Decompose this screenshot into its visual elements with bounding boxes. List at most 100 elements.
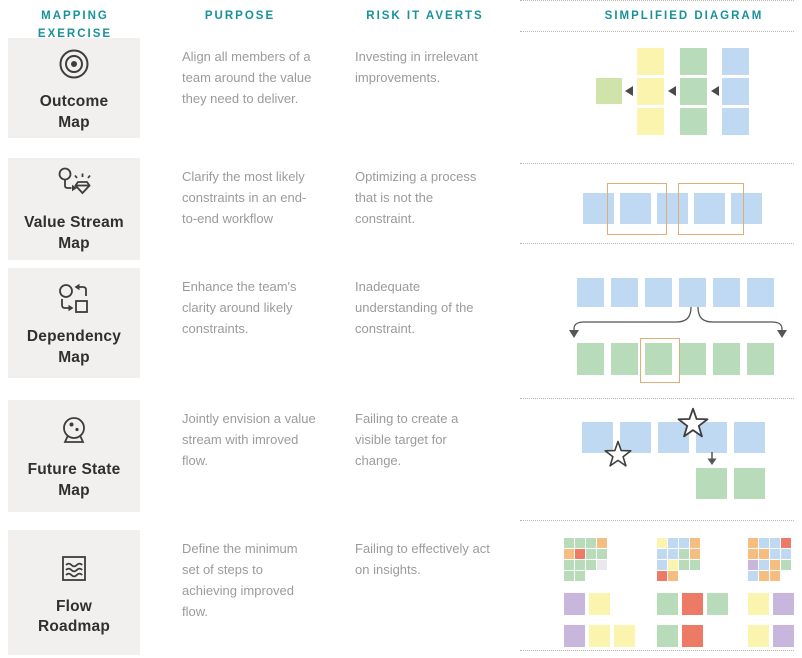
fanout-arrows-icon: [569, 306, 787, 338]
diagram-square: [748, 560, 758, 570]
diagram-square: [620, 193, 651, 224]
exercise-name: Outcome Map: [39, 93, 109, 131]
diagram-square: [770, 571, 780, 581]
diagram-square: [586, 549, 596, 559]
diagram-square: [645, 278, 672, 307]
exercise-name: Value Stream Map: [24, 214, 124, 252]
diagram-square: [657, 549, 667, 559]
diagram-square: [748, 625, 769, 647]
dotted-separator: [520, 243, 794, 244]
purpose-text: Enhance the team's clarity around likely…: [182, 279, 297, 337]
constraint-highlight-box: [606, 183, 667, 235]
diagram-square: [564, 593, 585, 615]
diagram-square: [748, 538, 758, 548]
diagram-square: [690, 538, 700, 548]
table-row: Value Stream Map Clarify the most likely…: [0, 158, 802, 268]
risk-text: Inadequate understanding of the constrai…: [355, 279, 474, 337]
dotted-separator: [520, 650, 794, 651]
diagram-square: [682, 593, 703, 615]
dotted-separator: [520, 520, 794, 521]
diagram-square: [748, 593, 769, 615]
diagram-square: [781, 538, 791, 548]
exercise-card-value-stream-map: Value Stream Map: [8, 158, 140, 260]
table-row: Flow Roadmap Define the minimum set of s…: [0, 530, 802, 658]
diagram-square: [564, 560, 574, 570]
diagram-square: [637, 108, 664, 135]
table-row: Dependency Map Enhance the team's clarit…: [0, 268, 802, 400]
diagram-square: [680, 48, 707, 75]
diagram-square: [682, 625, 703, 647]
purpose-text: Jointly envision a value stream with imr…: [182, 411, 316, 469]
diagram-square: [781, 560, 791, 570]
diagram-square: [759, 538, 769, 548]
diagram-square: [713, 343, 740, 375]
flow-arrow-icon: [668, 86, 676, 96]
column-header-purpose: PURPOSE: [204, 10, 276, 22]
risk-text: Optimizing a process that is not the con…: [355, 169, 477, 227]
diagram-square: [611, 343, 638, 375]
diagram-square: [620, 422, 651, 453]
table-row: Outcome Map Align all members of a team …: [0, 38, 802, 158]
diagram-square: [586, 560, 596, 570]
diagram-square: [722, 78, 749, 105]
workflow-gem-icon: [58, 167, 91, 195]
constraint-highlight-box: [639, 337, 680, 383]
diagram-square: [657, 593, 678, 615]
down-arrow-icon: [707, 452, 717, 465]
diagram-square: [722, 108, 749, 135]
exercise-card-flow-roadmap: Flow Roadmap: [8, 530, 140, 655]
constraint-highlight-box: [677, 183, 744, 235]
diagram-square: [747, 343, 774, 375]
diagram-square: [759, 549, 769, 559]
diagram-square: [564, 625, 585, 647]
flow-arrow-icon: [625, 86, 633, 96]
diagram-square: [747, 278, 774, 307]
diagram-square: [770, 560, 780, 570]
diagram-square: [575, 538, 585, 548]
diagram-square: [668, 571, 678, 581]
diagram-square: [734, 422, 765, 453]
diagram-square: [679, 278, 706, 307]
exercise-card-dependency-map: Dependency Map: [8, 268, 140, 378]
diagram-square: [770, 549, 780, 559]
layered-waves-icon: [62, 555, 86, 581]
exercise-name: Flow Roadmap: [37, 597, 111, 635]
diagram-square: [597, 560, 607, 570]
column-header-risk-it-averts: RISK IT AVERTS: [366, 10, 484, 22]
diagram-square: [781, 549, 791, 559]
diagram-square: [637, 78, 664, 105]
diagram-square: [679, 549, 689, 559]
diagram-square: [657, 538, 667, 548]
diagram-square: [668, 538, 678, 548]
diagram-square: [575, 549, 585, 559]
dotted-separator: [520, 163, 794, 164]
diagram-square: [575, 571, 585, 581]
diagram-square: [657, 560, 667, 570]
purpose-text: Align all members of a team around the v…: [182, 49, 312, 107]
diagram-square: [696, 422, 727, 453]
diagram-square: [589, 625, 610, 647]
risk-text: Failing to create a visible target for c…: [355, 411, 459, 469]
diagram-square: [586, 538, 596, 548]
diagram-square: [734, 468, 765, 499]
dotted-separator: [520, 31, 794, 32]
diagram-square: [668, 549, 678, 559]
column-header-simplified-diagram: SIMPLIFIED DIAGRAM: [604, 10, 764, 22]
diagram-square: [645, 343, 672, 375]
diagram-square: [707, 593, 728, 615]
dependency-shapes-icon: [59, 284, 88, 314]
purpose-text: Define the minimum set of steps to achie…: [182, 541, 298, 620]
diagram-square: [773, 625, 794, 647]
diagram-square: [770, 538, 780, 548]
diagram-square: [597, 549, 607, 559]
diagram-square: [690, 560, 700, 570]
diagram-square: [679, 560, 689, 570]
diagram-square: [759, 571, 769, 581]
bullseye-icon: [59, 49, 89, 79]
diagram-square: [658, 422, 689, 453]
diagram-square: [713, 278, 740, 307]
diagram-square: [748, 549, 758, 559]
diagram-square: [679, 343, 706, 375]
star-icon: [677, 407, 709, 438]
